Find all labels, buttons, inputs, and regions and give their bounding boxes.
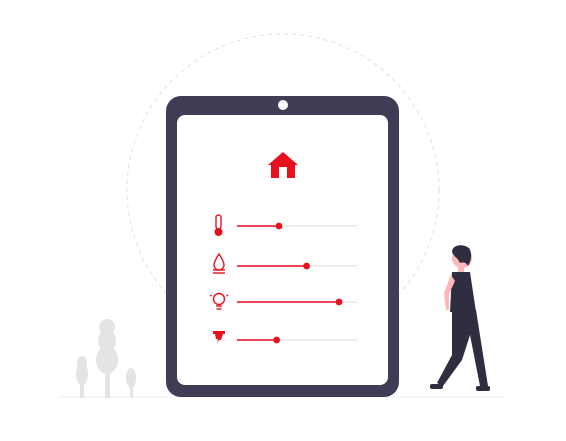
control-light-bulb-icon [209, 292, 229, 310]
camera-icon [278, 100, 288, 110]
slider-thermometer[interactable] [237, 222, 357, 230]
slider-handle[interactable] [275, 222, 283, 230]
slider-power-plug[interactable] [237, 336, 357, 344]
house-icon[interactable] [268, 152, 298, 178]
slider-handle[interactable] [335, 298, 343, 306]
slider-light-bulb[interactable] [237, 298, 357, 306]
slider-handle[interactable] [303, 262, 310, 270]
background-dashed-circle [126, 33, 440, 347]
control-sliders [237, 222, 357, 344]
control-thermometer-icon [214, 214, 223, 236]
control-water-drop-icon [213, 252, 225, 274]
slider-water-drop[interactable] [237, 262, 357, 270]
slider-handle[interactable] [273, 336, 280, 344]
control-power-plug-icon [213, 331, 225, 343]
woman-figure [430, 245, 490, 391]
tablet-device [166, 96, 399, 397]
decorative-plants [76, 319, 136, 398]
tablet-screen [177, 115, 388, 385]
